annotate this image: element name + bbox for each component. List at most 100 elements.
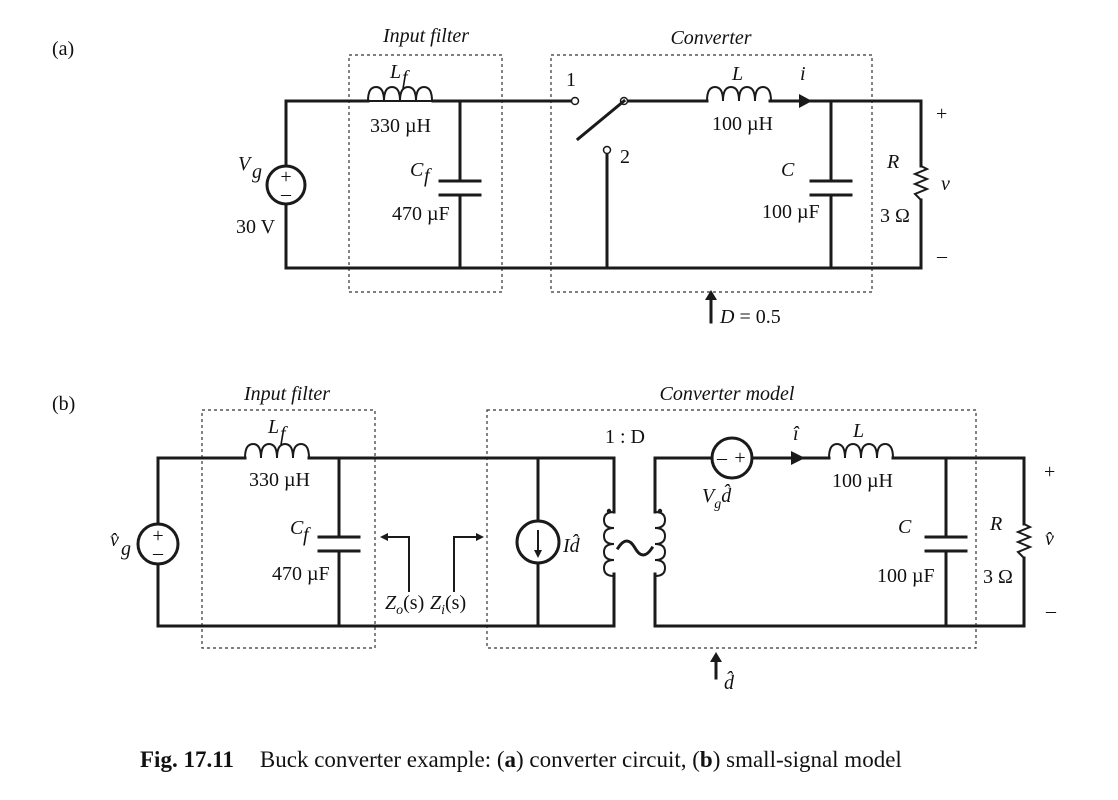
panel-b-lf-symbol: L: [267, 416, 279, 438]
panel-b-source-plus: +: [152, 525, 163, 547]
panel-b-zi-arrow-line: [453, 536, 476, 592]
panel-a-input-filter-title: Input filter: [382, 25, 469, 47]
panel-a-r-symbol: R: [886, 151, 899, 173]
panel-b-ratio-label: 1 : D: [605, 426, 645, 448]
panel-a-voltage-source-icon: [265, 164, 307, 206]
panel-b-zo-label: Zo(s): [385, 592, 424, 618]
panel-b-v-symbol: v̂: [1045, 528, 1054, 550]
panel-a-lf-symbol: L: [389, 61, 401, 83]
panel-b-duty-arrow-icon: [710, 652, 722, 662]
panel-b-c-value: 100 µF: [877, 565, 935, 587]
panel-a-cf-sub: f: [424, 165, 432, 187]
panel-b-lf-sub: f: [280, 423, 288, 445]
panel-a: (a) Input filter Converter + – V g 30 V …: [52, 25, 950, 328]
panel-a-current-arrow-icon: [799, 94, 812, 108]
panel-b-current-source-arrow-icon: [534, 550, 542, 558]
panel-b-c-symbol: C: [898, 516, 912, 538]
panel-b-v-plus: +: [1044, 461, 1055, 483]
panel-b-l-symbol: L: [852, 420, 864, 442]
panel-a-v-plus: +: [936, 103, 947, 125]
panel-a-r-value: 3 Ω: [880, 205, 910, 227]
panel-b-right-bottom-wire: [653, 456, 1026, 628]
panel-b-series-voltage-source-icon: [710, 436, 754, 480]
panel-a-converter-box: [550, 54, 873, 293]
panel-a-v-symbol: v: [941, 173, 950, 195]
panel-a-c-value: 100 µF: [762, 201, 820, 223]
panel-b-current-symbol: î: [793, 423, 800, 445]
panel-a-l-inductor-icon: [706, 85, 772, 102]
panel-a-lf-sub: f: [402, 67, 410, 89]
panel-b-lf-inductor-icon: [244, 442, 310, 459]
panel-b-r-symbol: R: [989, 513, 1002, 535]
panel-a-switch-blade-icon: [575, 98, 627, 142]
panel-a-cf-capacitor-icon: [438, 179, 482, 197]
panel-b-cf-symbol: C: [290, 517, 304, 539]
panel-b-current-source-label: Id̂: [562, 533, 581, 557]
panel-a-switch-terminal-2: [602, 145, 612, 155]
panel-b-source-symbol: v̂: [110, 529, 119, 551]
panel-a-cf-value: 470 µF: [392, 203, 450, 225]
panel-b-voltage-source-icon: [136, 522, 180, 566]
panel-b-input-filter-title: Input filter: [243, 383, 330, 405]
panel-b-r-resistor-icon: [1015, 523, 1033, 559]
panel-b-zi-arrow-icon: [476, 533, 484, 541]
panel-b-v-minus: –: [1045, 600, 1057, 622]
panel-a-input-filter-box: [348, 54, 503, 293]
panel-a-l-value: 100 µH: [712, 113, 773, 135]
panel-b-input-filter-box: [201, 409, 376, 649]
panel-b: (b) Input filter Converter model + – v̂ …: [52, 383, 1057, 694]
panel-a-source-wire: [284, 99, 923, 270]
panel-a-r-resistor-icon: [912, 165, 930, 201]
panel-b-source-minus: –: [152, 542, 164, 564]
panel-a-source-plus: +: [280, 166, 291, 188]
panel-a-v-minus: –: [936, 245, 948, 267]
panel-b-duty-label: d̂: [724, 670, 735, 694]
panel-a-lf-value: 330 µH: [370, 115, 431, 137]
panel-b-l-value: 100 µH: [832, 470, 893, 492]
panel-a-c-symbol: C: [781, 159, 795, 181]
panel-a-current-symbol: i: [800, 63, 806, 85]
panel-a-c-capacitor-icon: [809, 179, 853, 197]
panel-b-converter-box: [486, 409, 977, 649]
panel-b-transformer-dot-secondary: [657, 508, 663, 514]
panel-b-tag: (b): [52, 393, 75, 415]
panel-b-transformer-secondary-icon: [654, 511, 667, 577]
panel-b-series-source-plus: +: [734, 447, 745, 469]
panel-b-transformer-dot-primary: [606, 508, 612, 514]
panel-a-switch-terminal-1: [570, 96, 580, 106]
panel-b-vsource-label: Vgd̂: [702, 483, 732, 512]
panel-b-left-loop-wire: [156, 456, 616, 628]
panel-a-switch-pos2: 2: [620, 146, 630, 168]
panel-b-transformer-primary-icon: [602, 511, 615, 577]
panel-b-cf-value: 470 µF: [272, 563, 330, 585]
panel-a-l-symbol: L: [731, 63, 743, 85]
panel-b-r-value: 3 Ω: [983, 566, 1013, 588]
panel-b-zi-label: Zi(s): [430, 592, 466, 618]
panel-b-c-capacitor-icon: [924, 535, 968, 553]
panel-a-source-sub: g: [252, 161, 262, 183]
panel-b-l-inductor-icon: [828, 442, 894, 459]
panel-a-source-symbol: V: [238, 153, 253, 175]
panel-b-current-arrow-icon: [791, 451, 805, 465]
panel-a-switch-pos1: 1: [566, 69, 576, 91]
panel-a-converter-title: Converter: [670, 27, 751, 49]
panel-a-duty: D = 0.5: [719, 306, 781, 328]
panel-b-zo-arrow-icon: [380, 533, 388, 541]
panel-a-source-value: 30 V: [236, 216, 276, 238]
panel-b-lf-value: 330 µH: [249, 469, 310, 491]
panel-a-tag: (a): [52, 38, 74, 60]
panel-b-converter-title: Converter model: [660, 383, 795, 405]
panel-b-cf-sub: f: [303, 524, 311, 546]
panel-b-cf-capacitor-icon: [317, 535, 361, 553]
panel-b-series-source-minus: –: [716, 447, 728, 469]
panel-b-zo-arrow-line: [388, 536, 410, 592]
panel-a-cf-symbol: C: [410, 159, 424, 181]
panel-a-source-minus: –: [280, 183, 292, 205]
panel-a-duty-arrow-icon: [705, 290, 717, 300]
panel-b-transformer-tilde-icon: [615, 539, 655, 557]
panel-a-lf-inductor-icon: [367, 85, 433, 102]
panel-b-source-sub: g: [121, 538, 131, 560]
